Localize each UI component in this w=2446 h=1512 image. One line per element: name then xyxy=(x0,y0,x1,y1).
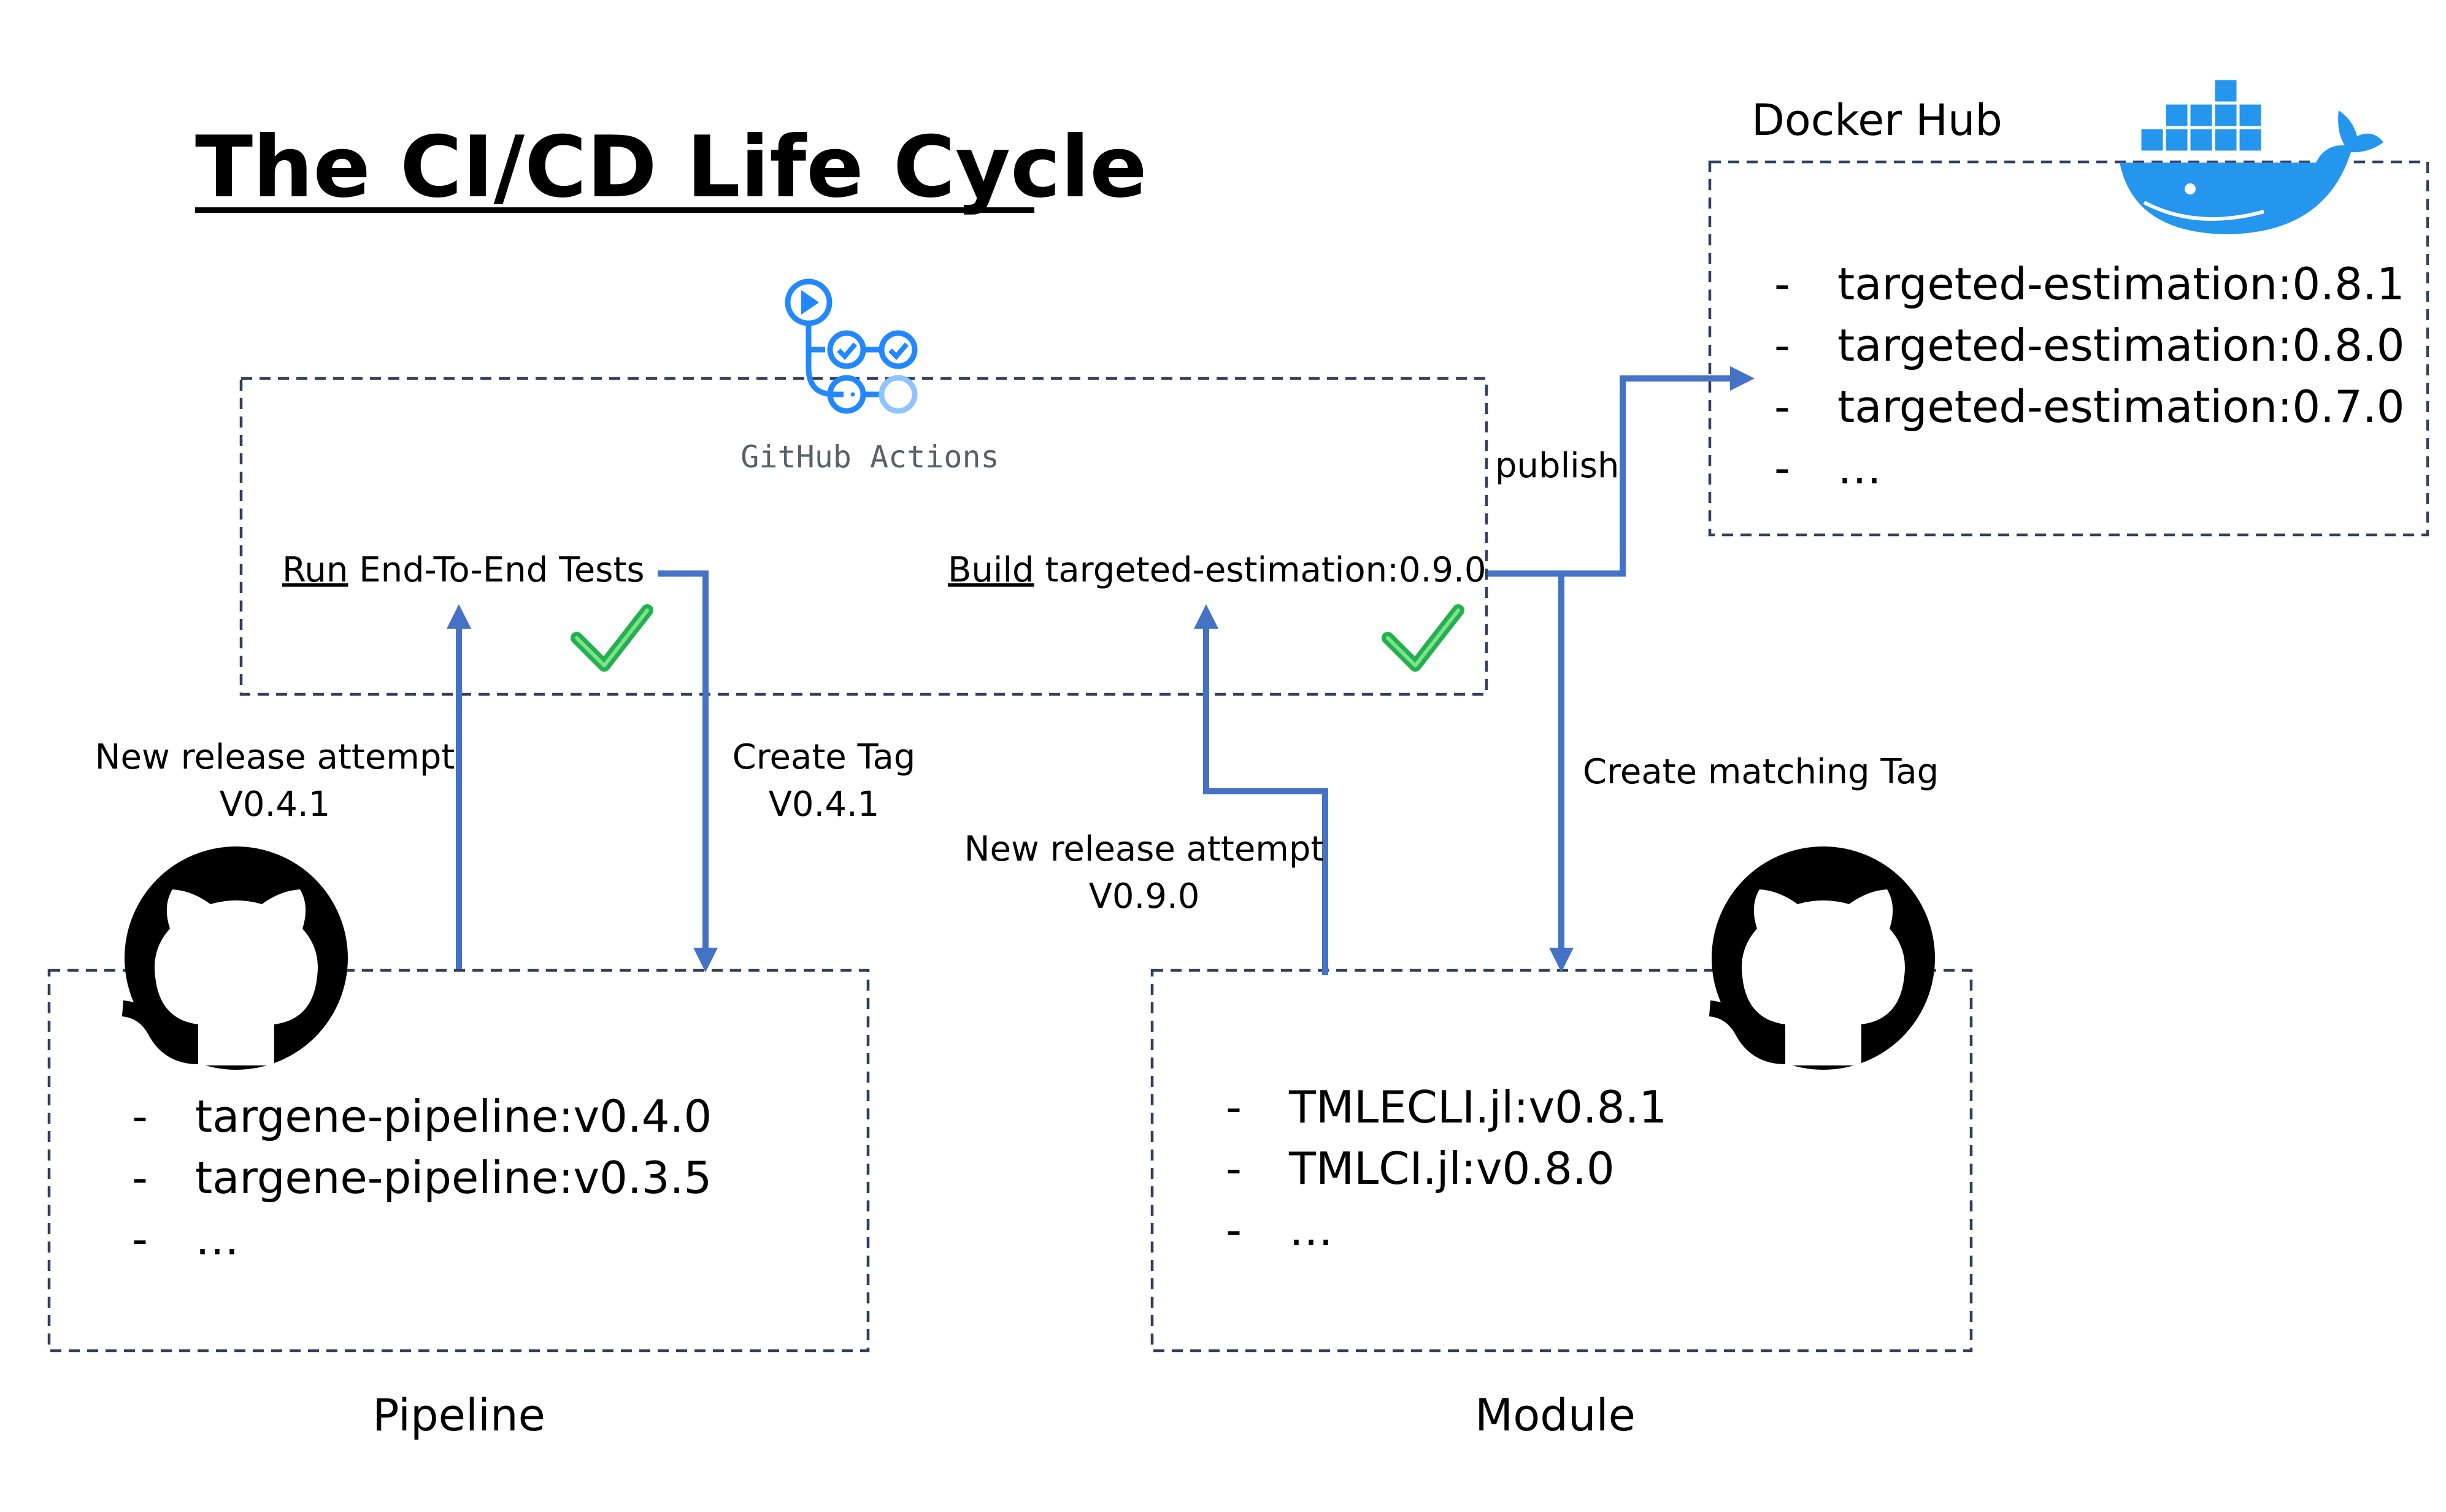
create-tag-label: Create Tag xyxy=(733,737,916,777)
list-item: targeted-estimation:0.8.1 xyxy=(1837,258,2405,310)
module-caption: Module xyxy=(1475,1389,1636,1441)
pipeline-box xyxy=(47,969,870,1353)
github-octocat-icon xyxy=(1709,846,1935,1070)
list-item: TMLCI.jl:v0.8.0 xyxy=(1288,1143,1615,1194)
bullet: - xyxy=(1774,381,1790,432)
list-item: targene-pipeline:v0.4.0 xyxy=(195,1091,712,1142)
docker-whale-icon xyxy=(2120,77,2383,234)
module-release-arrow xyxy=(1194,604,1328,975)
build-rest: targeted-estimation:0.9.0 xyxy=(1034,550,1486,590)
bullet: - xyxy=(1774,258,1790,310)
run-prefix: Run xyxy=(282,550,348,590)
build-step: Build targeted-estimation:0.9.0 xyxy=(948,550,1486,590)
list-item: … xyxy=(195,1213,239,1265)
checkmark-icon xyxy=(571,604,653,672)
pipeline-release-version: V0.4.1 xyxy=(220,785,331,824)
create-matching-tag-label: Create matching Tag xyxy=(1583,752,1939,792)
module-release-version: V0.9.0 xyxy=(1089,877,1200,916)
build-prefix: Build xyxy=(948,550,1034,590)
github-actions-icon xyxy=(785,278,918,414)
bullet: - xyxy=(1226,1143,1242,1194)
github-actions-box xyxy=(239,377,1488,696)
list-item: … xyxy=(1289,1204,1333,1256)
pipeline-caption: Pipeline xyxy=(372,1389,545,1441)
bullet: - xyxy=(1774,442,1790,494)
bullet: - xyxy=(132,1152,148,1203)
list-item: … xyxy=(1837,442,1882,494)
create-tag-arrow xyxy=(658,570,718,972)
list-item: targene-pipeline:v0.3.5 xyxy=(195,1152,712,1203)
run-tests-step: Run End-To-End Tests xyxy=(282,550,645,590)
docker-hub-list: - targeted-estimation:0.8.1 - targeted-e… xyxy=(1774,258,2405,494)
github-octocat-icon xyxy=(121,846,348,1070)
pipeline-release-label: New release attempt xyxy=(95,737,455,777)
bullet: - xyxy=(1226,1081,1242,1133)
list-item: TMLECLI.jl:v0.8.1 xyxy=(1288,1081,1667,1133)
diagram-title: The CI/CD Life Cycle xyxy=(195,118,1147,217)
docker-hub-title: Docker Hub xyxy=(1752,95,2002,145)
checkmark-icon xyxy=(1382,604,1464,672)
publish-label: publish xyxy=(1495,446,1619,486)
list-item: targeted-estimation:0.7.0 xyxy=(1837,381,2405,432)
title-underline xyxy=(195,207,1034,213)
bullet: - xyxy=(1774,320,1790,371)
github-actions-label: GitHub Actions xyxy=(740,439,999,475)
bullet: - xyxy=(132,1091,148,1142)
run-rest: End-To-End Tests xyxy=(348,550,644,590)
module-release-label: New release attempt xyxy=(964,829,1325,869)
pipeline-list: - targene-pipeline:v0.4.0 - targene-pipe… xyxy=(132,1091,712,1265)
bullet: - xyxy=(132,1213,148,1265)
create-tag-version: V0.4.1 xyxy=(769,785,880,824)
publish-arrow xyxy=(1488,366,1755,577)
module-list: - TMLECLI.jl:v0.8.1 - TMLCI.jl:v0.8.0 - … xyxy=(1226,1081,1667,1256)
docker-hub-box xyxy=(1708,160,2429,537)
list-item: targeted-estimation:0.8.0 xyxy=(1837,320,2405,371)
bullet: - xyxy=(1226,1204,1242,1256)
